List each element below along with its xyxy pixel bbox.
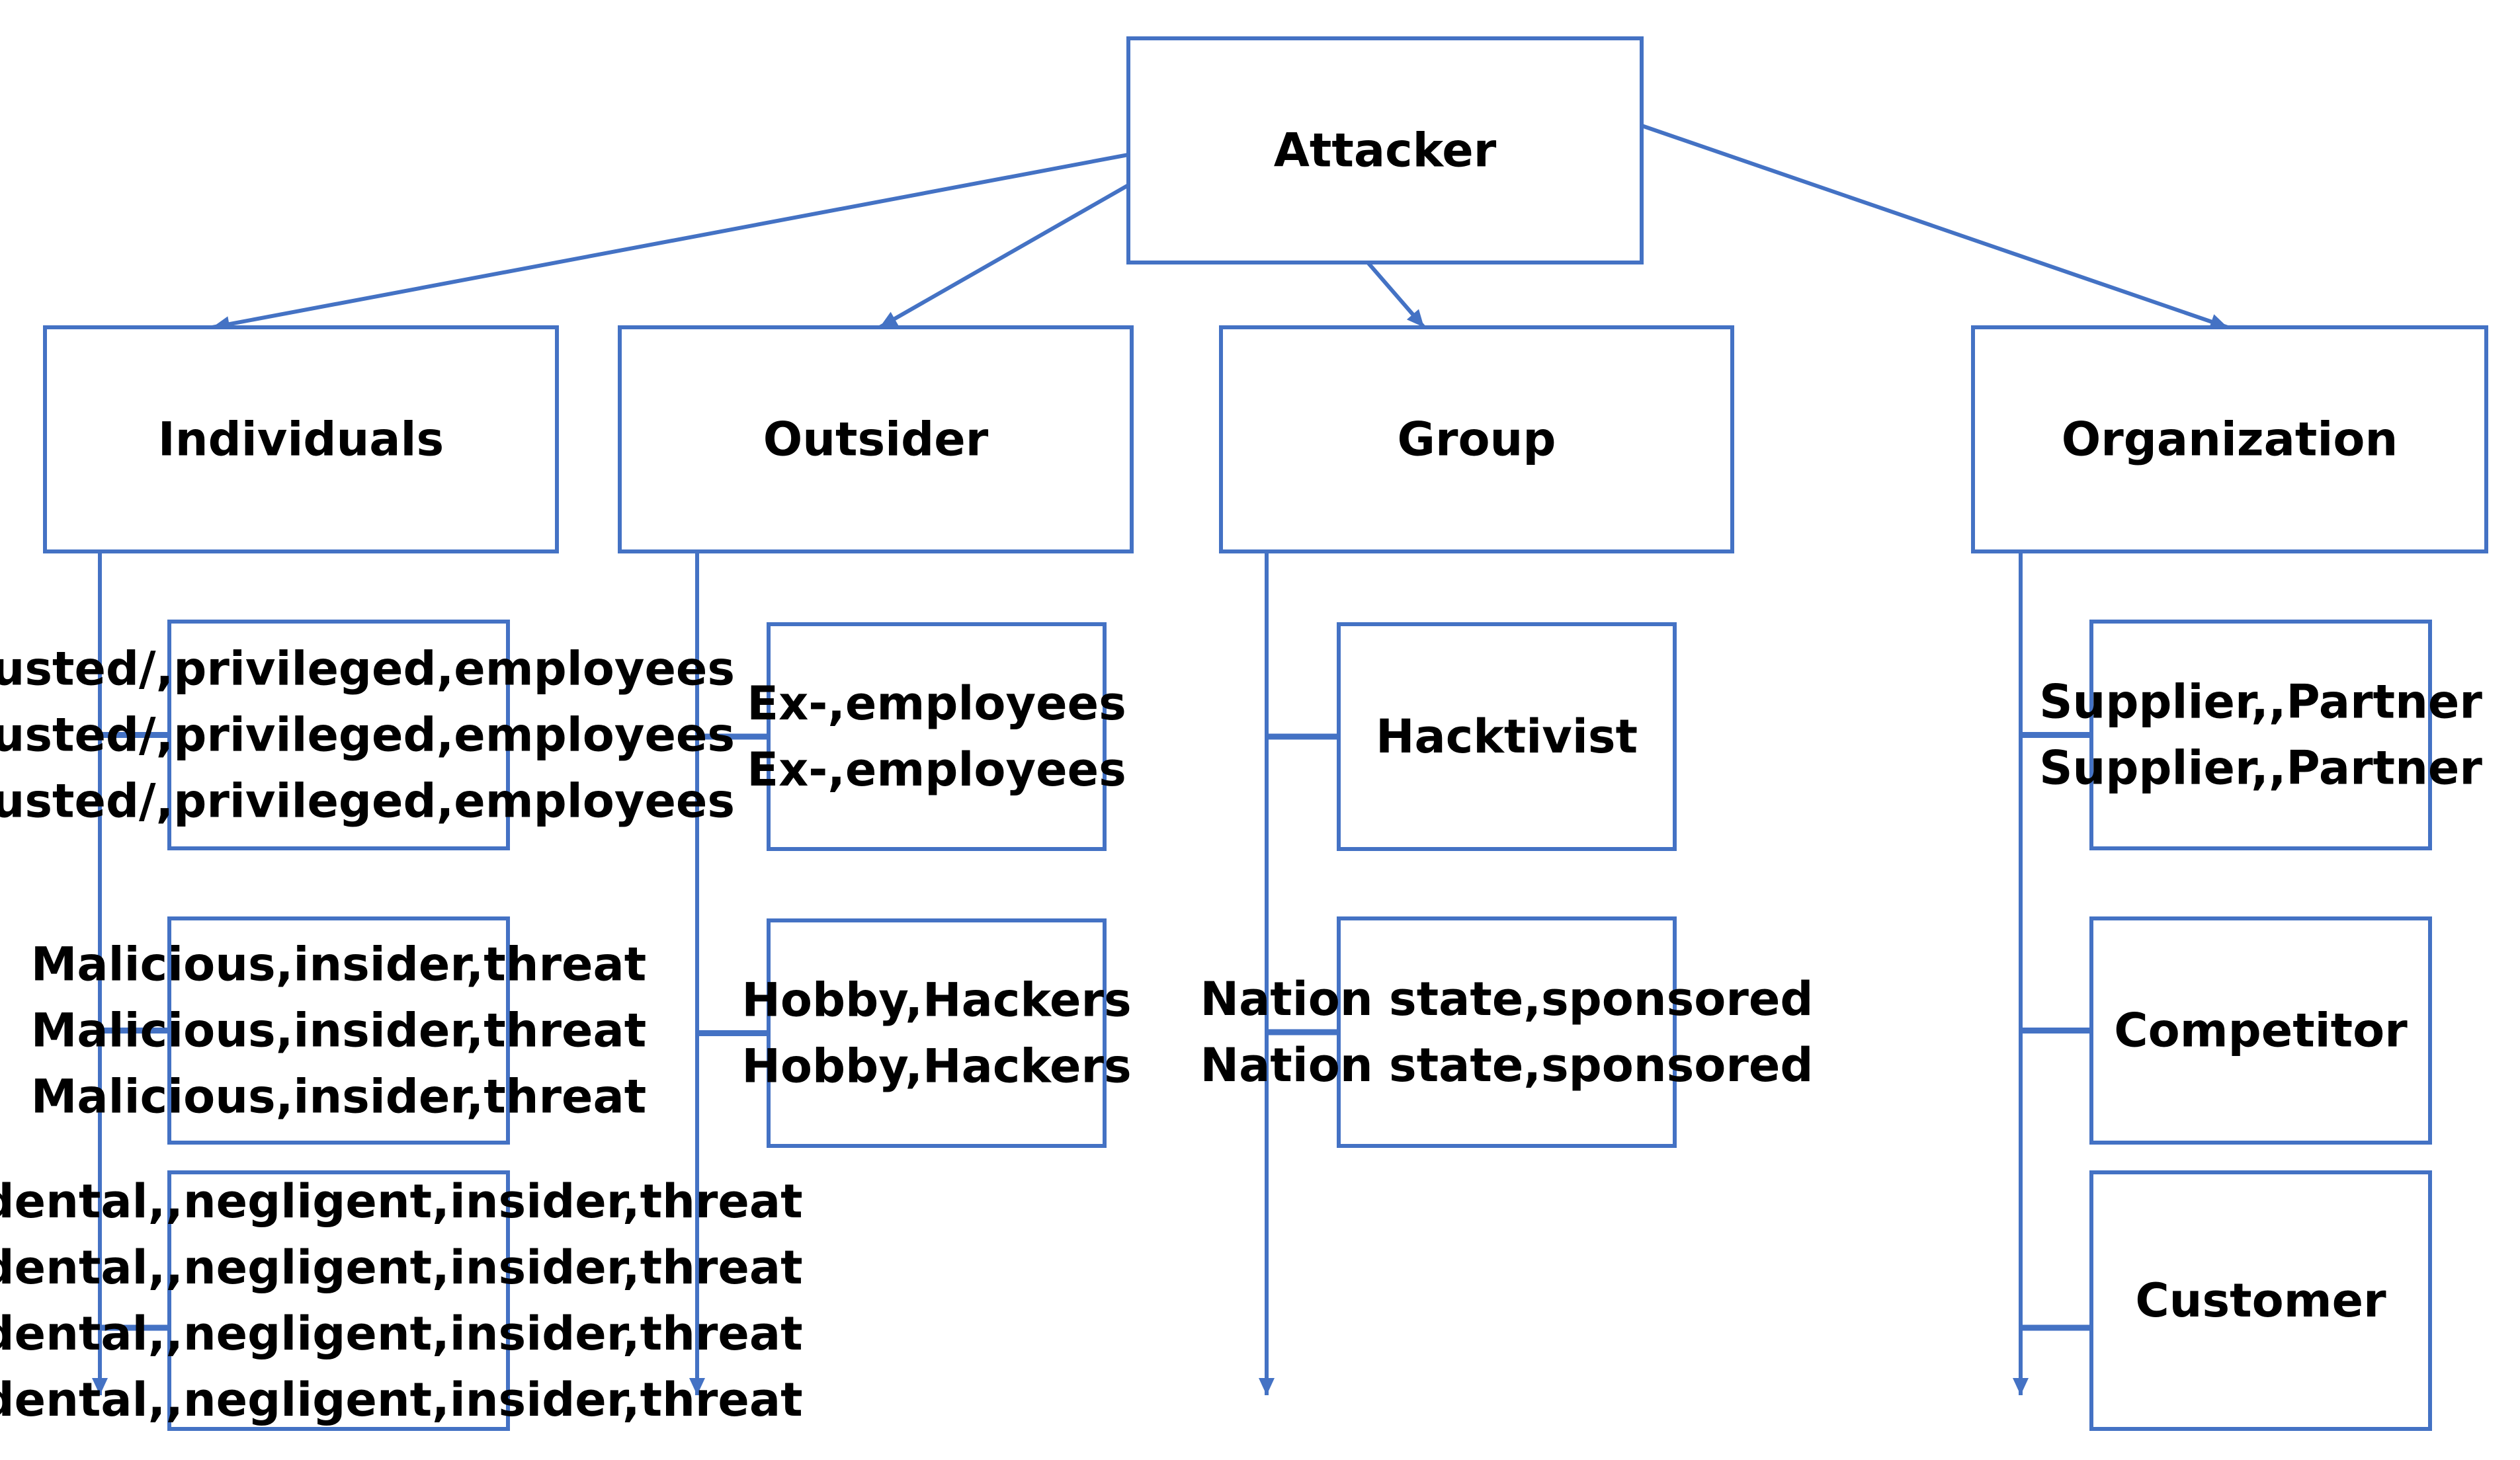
category-box-organization — [1971, 325, 2488, 553]
item-label-organization-1: Competitor — [2114, 1004, 2408, 1058]
label-line: Customer — [2135, 1274, 2386, 1328]
label-line: Trusted/,privileged,employees — [0, 642, 735, 696]
label-line: Supplier,,Partner — [2039, 741, 2482, 795]
item-box-outsider-1 — [767, 918, 1107, 1148]
edge-attacker-to-organization — [1641, 124, 2228, 329]
spine-arrowhead-individuals — [92, 1378, 108, 1395]
label-line: Supplier,,Partner — [2039, 675, 2482, 729]
label-line: Malicious,insider,threat — [31, 1004, 646, 1058]
root-node-label: Attacker — [1274, 124, 1497, 178]
item-box-outsider-0 — [767, 622, 1107, 851]
item-label-organization-2: Customer — [2135, 1274, 2386, 1328]
item-label-group-0: Hacktivist — [1376, 710, 1638, 764]
label-line: Nation state,sponsored — [1200, 1038, 1813, 1092]
label-line: Hobby,Hackers — [741, 1039, 1131, 1094]
category-label-individuals: Individuals — [158, 413, 444, 467]
category-label-organization: Organization — [2062, 413, 2398, 467]
label-line: Trusted/,privileged,employees — [0, 708, 735, 762]
item-box-group-0 — [1337, 622, 1677, 851]
label-line: Ex-,employees — [747, 743, 1126, 797]
spine-arrowhead-group — [1259, 1378, 1275, 1395]
category-box-individuals — [43, 325, 559, 553]
category-label-group: Group — [1397, 413, 1556, 467]
category-box-outsider — [618, 325, 1134, 553]
spine-arrowhead-outsider — [689, 1378, 705, 1395]
label-line: Trusted/,privileged,employees — [0, 774, 735, 829]
category-box-group — [1219, 325, 1734, 553]
label-line: Nation state,sponsored — [1200, 972, 1813, 1026]
item-box-organization-2 — [2089, 1170, 2432, 1431]
label-line: Hacktivist — [1376, 710, 1638, 764]
arrowhead-outsider — [880, 311, 899, 327]
edge-attacker-to-outsider — [878, 183, 1130, 329]
item-label-individuals-2: Accidental,,negligent,insider,threatAcci… — [0, 1174, 803, 1427]
label-line: Accidental,,negligent,insider,threat — [0, 1307, 803, 1361]
label-line: Malicious,insider,threat — [31, 1070, 646, 1124]
label-line: Ex-,employees — [747, 676, 1126, 731]
item-box-organization-0 — [2089, 620, 2432, 850]
item-box-individuals-1 — [167, 916, 510, 1145]
label-line: Accidental,,negligent,insider,threat — [0, 1174, 803, 1229]
label-line: Accidental,,negligent,insider,threat — [0, 1240, 803, 1295]
item-box-group-1 — [1337, 916, 1677, 1148]
arrowhead-group — [1406, 309, 1424, 327]
label-line: Competitor — [2114, 1004, 2408, 1058]
nodes: AttackerIndividualsTrusted/,privileged,e… — [0, 36, 2488, 1431]
label-line: Accidental,,negligent,insider,threat — [0, 1373, 803, 1427]
edge-attacker-to-individuals — [212, 153, 1129, 329]
item-box-organization-1 — [2089, 916, 2432, 1145]
label-line: Malicious,insider,threat — [31, 938, 646, 992]
connectors — [92, 124, 2228, 1395]
label-line: Attacker — [1274, 124, 1497, 178]
spine-arrowhead-organization — [2013, 1378, 2029, 1395]
category-label-outsider: Outsider — [763, 413, 989, 467]
label-line: Hobby,Hackers — [741, 973, 1131, 1028]
item-box-individuals-0 — [167, 620, 510, 850]
item-box-individuals-2 — [167, 1170, 510, 1431]
root-node-box — [1126, 36, 1644, 264]
